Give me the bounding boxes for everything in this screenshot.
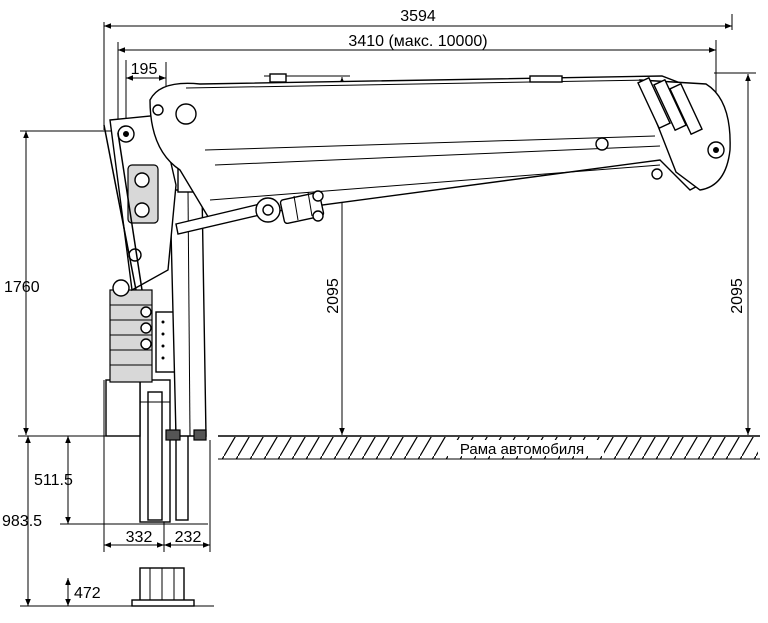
dim-overall-length: 3594 [400, 8, 436, 25]
dim-depth-total: 983.5 [2, 513, 42, 530]
dim-column-height: 1760 [4, 279, 40, 296]
dim-offset-top: 195 [131, 61, 158, 78]
dimension-labels: 3594 3410 (макс. 10000) 195 1760 2095 20… [2, 8, 746, 602]
dim-height-mid: 2095 [325, 278, 342, 314]
vehicle-frame [218, 435, 760, 460]
outrigger-foot [131, 567, 195, 607]
dim-reach: 3410 (макс. 10000) [348, 33, 487, 50]
dim-depth-upper: 511.5 [34, 472, 73, 489]
frame-label: Рама автомобиля [460, 441, 584, 458]
dim-foot: 472 [74, 585, 101, 602]
dim-base-left: 332 [126, 529, 153, 546]
dim-height-tip: 2095 [729, 278, 746, 314]
dim-base-right: 232 [175, 529, 202, 546]
crane-boom [103, 73, 731, 291]
